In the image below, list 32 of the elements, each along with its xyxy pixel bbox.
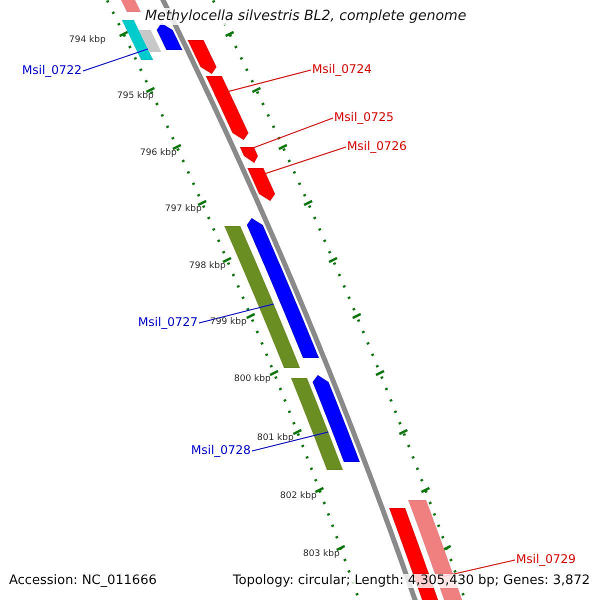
scale-label: 801 kbp — [257, 434, 294, 444]
gene-feature — [247, 168, 276, 201]
gene-feature — [188, 40, 216, 74]
leader-line — [198, 304, 274, 324]
scale-label: 794 kbp — [69, 36, 106, 46]
gene-feature — [312, 375, 360, 462]
gene-label: Msil_0725 — [334, 110, 394, 124]
gene-label: Msil_0728 — [191, 444, 251, 457]
gene-label: Msil_0729 — [516, 552, 576, 566]
scale-label: 800 kbp — [234, 375, 271, 385]
gene-bar — [138, 30, 162, 52]
gene-feature — [246, 218, 319, 358]
accession-text: Accession: NC_011666 — [9, 574, 157, 588]
leader-line — [251, 146, 346, 178]
scale-label: 795 kbp — [117, 92, 154, 102]
gene-label: Msil_0727 — [138, 316, 198, 329]
scale-label: 802 kbp — [280, 492, 317, 502]
gene-label: Msil_0726 — [347, 140, 407, 153]
scale-label: 797 kbp — [165, 205, 202, 215]
genome-summary: Topology: circular; Length: 4,305,430 bp; Genes: 3,872 — [232, 574, 590, 588]
gene-feature — [206, 76, 248, 140]
leader-line — [242, 118, 334, 152]
scale-label: 799 kbp — [210, 318, 247, 328]
gene-feature — [156, 23, 182, 50]
leader-line — [82, 48, 148, 72]
scale-label: 803 kbp — [303, 550, 340, 560]
scale-label: 798 kbp — [189, 262, 226, 272]
scale-label: 796 kbp — [140, 149, 177, 159]
gene-feature — [240, 147, 258, 163]
gene-label: Msil_0724 — [312, 62, 372, 76]
gene-label: Msil_0722 — [22, 64, 82, 77]
leader-line — [214, 70, 312, 96]
